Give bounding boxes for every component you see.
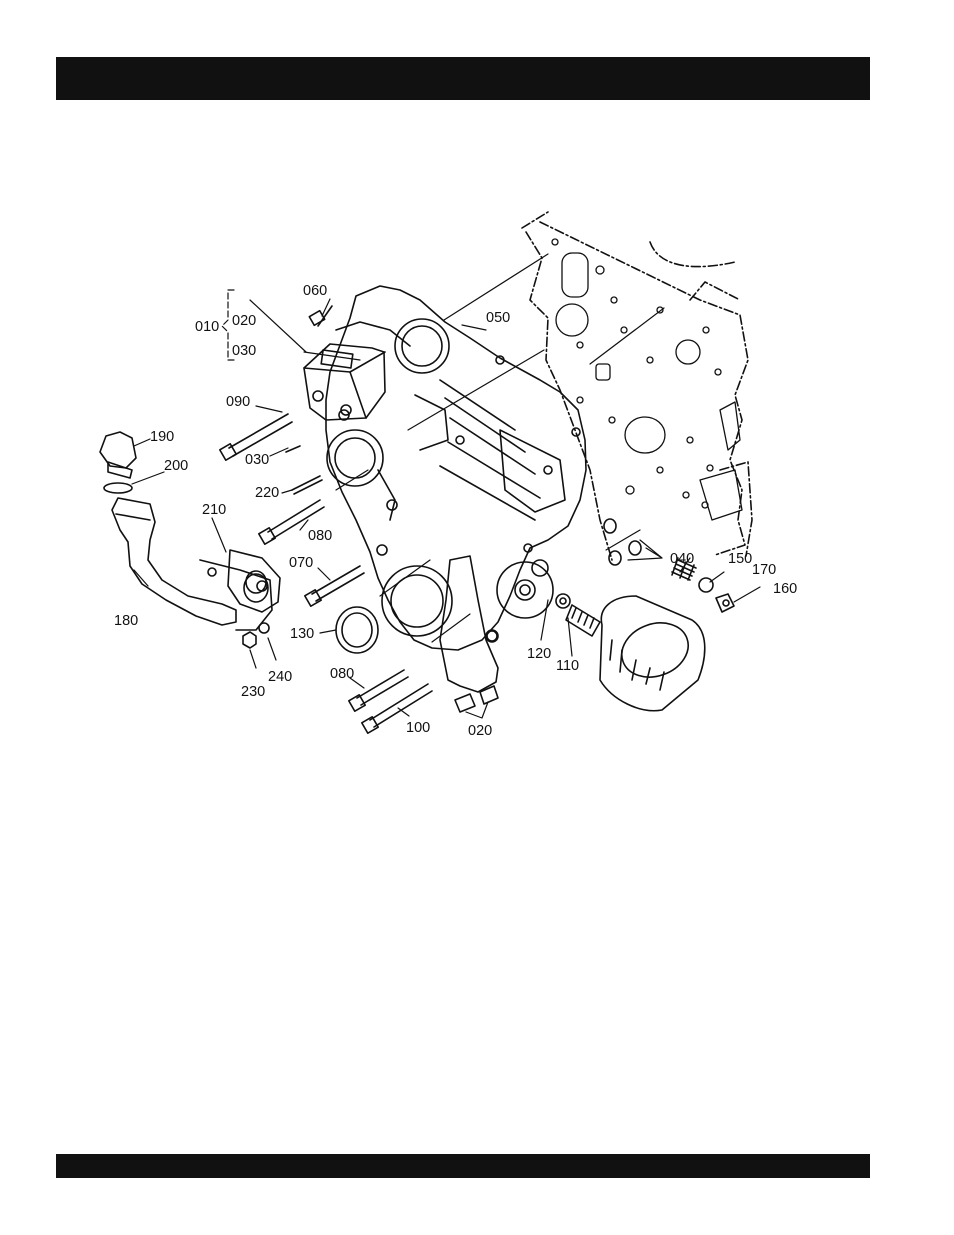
callout-120: 120: [527, 646, 551, 662]
filler-cap: [100, 432, 136, 493]
footer-bar: [56, 1154, 870, 1178]
callout-030-mid: 030: [245, 452, 269, 468]
callout-labels: 010 020 030 060 050 090 030 190 200 220 …: [114, 283, 797, 739]
engine-block-features: [552, 239, 742, 520]
callout-150: 150: [728, 551, 752, 567]
callout-180: 180: [114, 613, 138, 629]
callout-080-lower: 080: [330, 666, 354, 682]
filler-pipe: [112, 498, 272, 630]
callout-080-upper: 080: [308, 528, 332, 544]
callout-010: 010: [195, 319, 219, 335]
callout-240: 240: [268, 669, 292, 685]
engine-block: [522, 212, 752, 560]
callout-170: 170: [752, 562, 776, 578]
lower-tube: [440, 556, 498, 692]
callout-090: 090: [226, 394, 250, 410]
callout-190: 190: [150, 429, 174, 445]
callout-020-bottom: 020: [468, 723, 492, 739]
callout-130: 130: [290, 626, 314, 642]
callout-220: 220: [255, 485, 279, 501]
callout-230: 230: [241, 684, 265, 700]
callout-020-top: 020: [232, 313, 256, 329]
callout-050: 050: [486, 310, 510, 326]
callout-100: 100: [406, 720, 430, 736]
callout-210: 210: [202, 502, 226, 518]
callout-060: 060: [303, 283, 327, 299]
callout-040: 040: [670, 551, 694, 567]
filter-flange: [497, 560, 553, 618]
callout-200: 200: [164, 458, 188, 474]
callout-160: 160: [773, 581, 797, 597]
callout-070: 070: [289, 555, 313, 571]
callout-030-top: 030: [232, 343, 256, 359]
o-rings: [604, 519, 641, 565]
plugs: [455, 686, 498, 712]
oil-seal: [336, 607, 378, 653]
nuts: [243, 623, 269, 648]
oil-filter: [556, 594, 705, 711]
callout-110: 110: [556, 658, 579, 674]
flange-block: [304, 344, 385, 420]
